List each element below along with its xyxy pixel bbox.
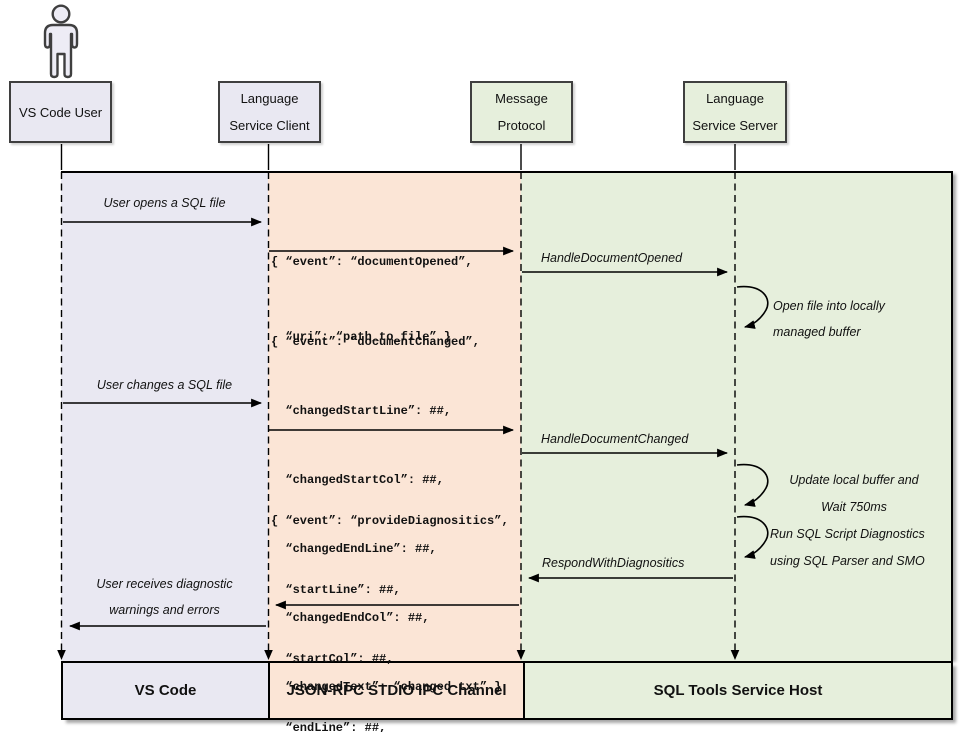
- footer-label: VS Code: [134, 682, 197, 699]
- lane-vscode-user: [61, 173, 268, 661]
- actor-box-language-service-client: Language Service Client: [218, 81, 321, 143]
- payload-document-opened: { “event”: “documentOpened”, “uri”: “pat…: [271, 255, 473, 344]
- lifeline-end-arrowhead: [57, 650, 66, 660]
- message-label-user-changes: User changes a SQL file: [96, 378, 233, 392]
- footer-box-ipc-channel: JSON-RPC STDIO IPC Channel: [268, 663, 523, 718]
- self-loop-run-diagnostics: [736, 515, 769, 559]
- swimlane-area: [61, 171, 953, 661]
- lifeline-end-arrowhead: [516, 650, 526, 660]
- lifeline-end-arrowhead: [264, 650, 273, 660]
- message-label-handle-document-changed: HandleDocumentChanged: [541, 432, 689, 446]
- actor-label: Service Server: [692, 118, 778, 133]
- actor-label: Language: [706, 91, 764, 106]
- footer-box-service-host: SQL Tools Service Host: [523, 663, 951, 718]
- lane-service-host: [521, 173, 951, 661]
- actor-label: Language: [240, 91, 299, 106]
- footer-box-vscode: VS Code: [63, 663, 268, 718]
- message-label-user-receives: User receives diagnostic warnings and er…: [96, 577, 233, 617]
- footer-label: JSON-RPC STDIO IPC Channel: [286, 682, 507, 699]
- lifeline-connectors: [60, 144, 736, 170]
- lifeline-end-arrowhead: [730, 650, 740, 660]
- payload-provide-diagnostics: { “event”: “provideDiagnositics”, “start…: [271, 514, 509, 732]
- actor-box-message-protocol: Message Protocol: [470, 81, 573, 143]
- footer-row: VS Code JSON-RPC STDIO IPC Channel SQL T…: [61, 661, 953, 720]
- self-loop-update-buffer: [736, 463, 769, 507]
- footer-label: SQL Tools Service Host: [653, 682, 823, 699]
- message-label-user-opens: User opens a SQL file: [103, 196, 226, 210]
- note-open-file-into-buffer: Open file into locally managed buffer: [773, 299, 885, 339]
- actor-label: Message: [495, 91, 548, 106]
- self-loop-open-file: [736, 285, 769, 329]
- actor-box-language-service-server: Language Service Server: [683, 81, 787, 143]
- actor-label: Service Client: [229, 118, 310, 133]
- note-run-sql-diagnostics: Run SQL Script Diagnostics using SQL Par…: [770, 527, 925, 568]
- message-label-respond-with-diagnostics: RespondWithDiagnositics: [542, 556, 685, 570]
- user-actor-icon: [43, 4, 79, 79]
- lane-ipc-channel: [268, 173, 521, 661]
- actor-box-vscode-user: VS Code User: [9, 81, 112, 143]
- payload-document-changed: { “event”: “documentChanged”, “changedSt…: [271, 335, 502, 694]
- actor-label: VS Code User: [18, 104, 103, 120]
- message-label-handle-document-opened: HandleDocumentOpened: [541, 251, 683, 265]
- actor-label: Protocol: [497, 118, 546, 133]
- note-update-buffer-wait: Update local buffer and Wait 750ms: [789, 473, 919, 514]
